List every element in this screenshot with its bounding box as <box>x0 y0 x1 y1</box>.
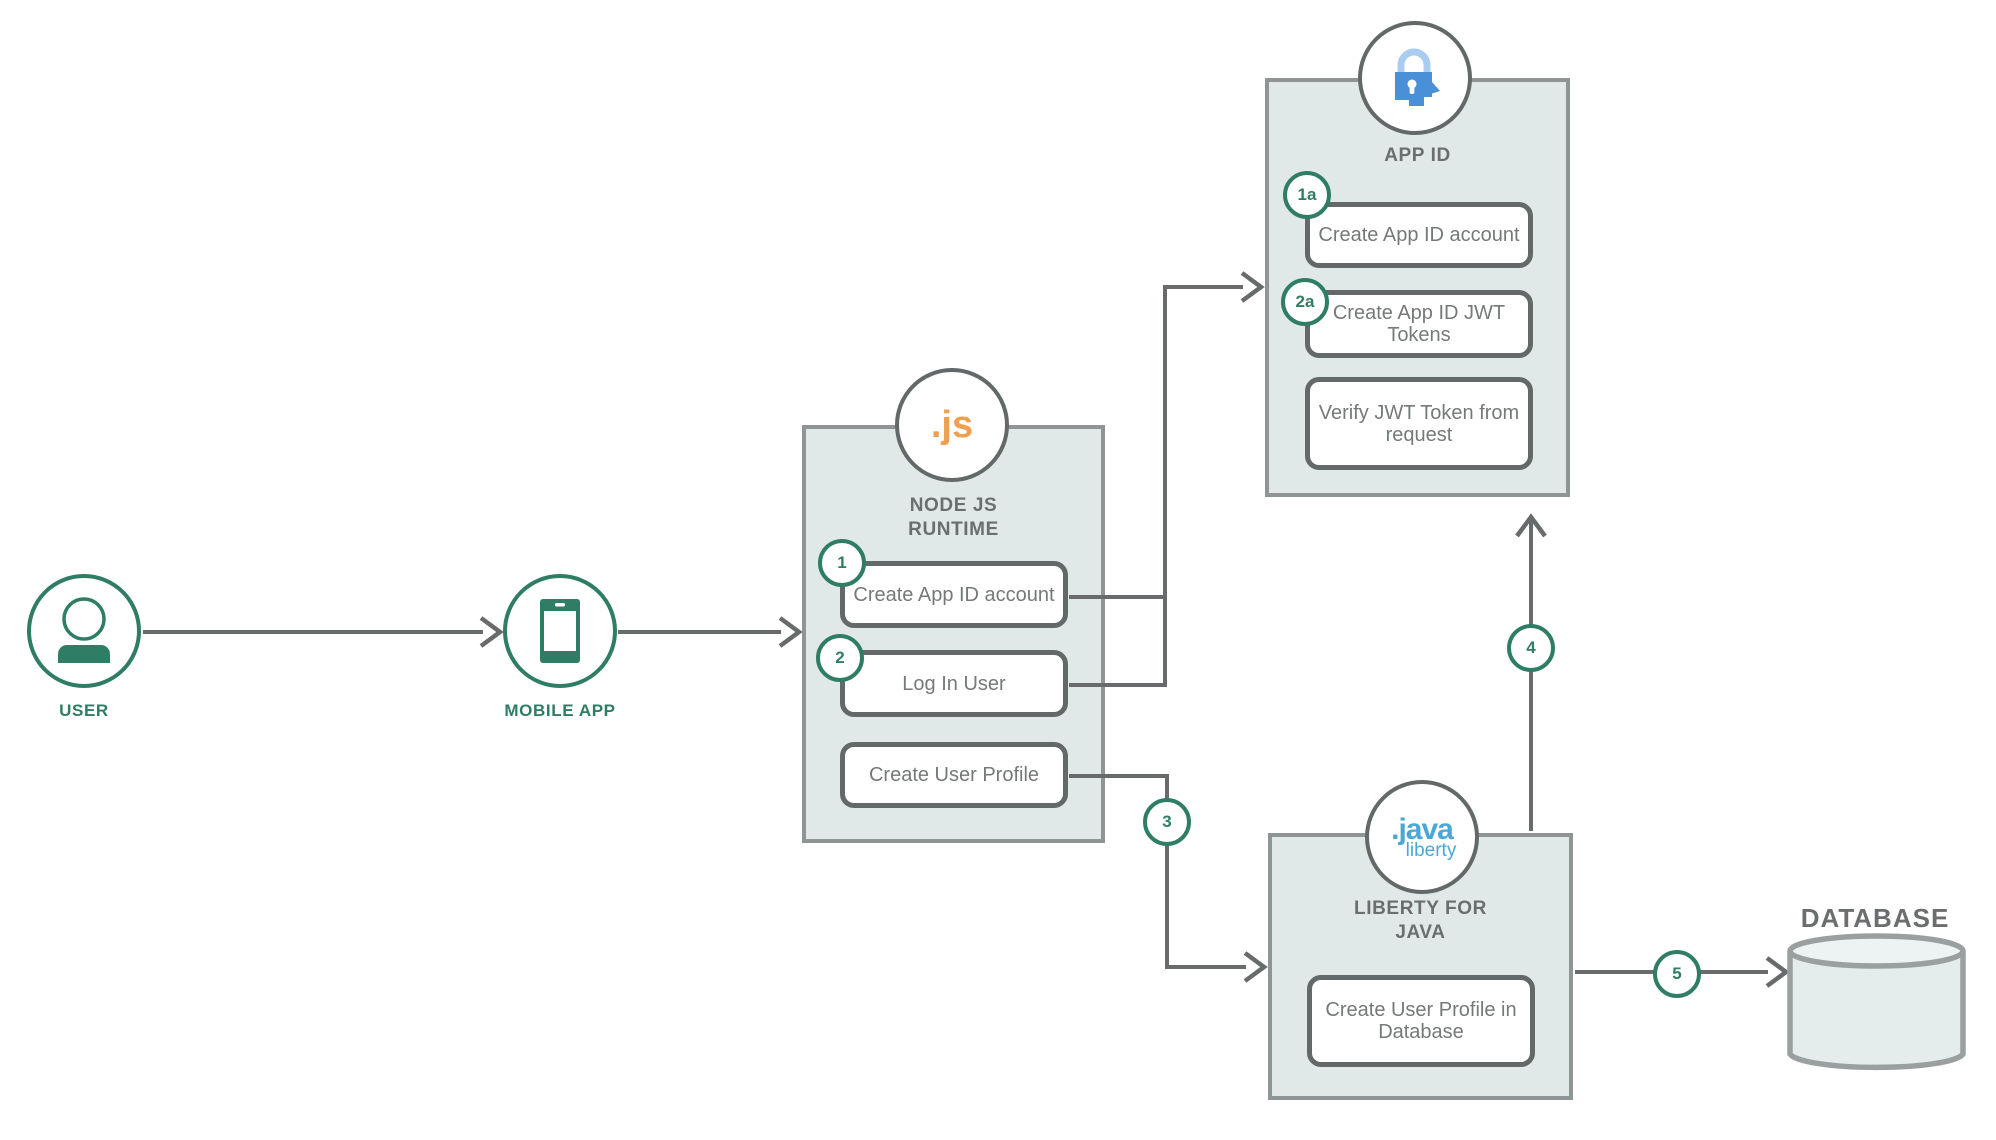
step-label: Create User Profile in Database <box>1325 999 1517 1043</box>
badge-1: 1 <box>818 539 866 587</box>
step-log-in-user: Log In User <box>840 650 1068 717</box>
liberty-logo-circle: .java liberty <box>1365 780 1479 894</box>
arrowhead-to-appid <box>1240 271 1265 303</box>
appid-logo-circle <box>1358 21 1472 135</box>
arrowhead-to-database <box>1765 956 1790 988</box>
nodejs-title-line1: NODE JS <box>909 495 998 516</box>
step-create-user-profile-db: Create User Profile in Database <box>1307 975 1535 1067</box>
arrowhead-to-liberty <box>1243 951 1268 983</box>
step-appid-create-account: Create App ID account <box>1305 202 1533 268</box>
database-cylinder-icon <box>1787 933 1966 1071</box>
connector-step2-to-appid <box>1069 285 1243 687</box>
database-label: DATABASE <box>1800 903 1950 933</box>
mobile-app-label: MOBILE APP <box>504 701 616 720</box>
step-label: Log In User <box>902 672 1006 695</box>
badge-2: 2 <box>816 634 864 682</box>
arrowhead-mobile-to-nodejs <box>778 616 803 648</box>
nodejs-title: NODE JS RUNTIME <box>802 494 1105 542</box>
appid-lock-icon <box>1395 48 1440 106</box>
appid-title: APP ID <box>1384 145 1451 166</box>
nodejs-logo-circle: .js <box>895 368 1009 482</box>
step-appid-jwt-tokens: Create App ID JWT Tokens <box>1305 290 1533 358</box>
step-label: Create App ID account <box>853 583 1055 606</box>
badge-1a: 1a <box>1283 171 1331 219</box>
liberty-title-line2: JAVA <box>1395 922 1446 943</box>
java-liberty-logo-icon: .java liberty <box>1388 812 1457 861</box>
java-logo-line2: liberty <box>1405 839 1457 861</box>
step-label: Verify JWT Token from request <box>1318 401 1520 446</box>
badge-4: 4 <box>1507 624 1555 672</box>
mobile-app-node <box>503 574 617 688</box>
user-label: USER <box>59 701 109 720</box>
java-logo-line1: .java <box>1391 812 1454 846</box>
liberty-title: LIBERTY FOR JAVA <box>1268 897 1573 945</box>
user-node <box>27 574 141 688</box>
liberty-title-line1: LIBERTY FOR <box>1354 898 1487 919</box>
step-label: Create App ID JWT Tokens <box>1332 302 1506 346</box>
user-icon <box>58 597 110 663</box>
step-label: Create User Profile <box>868 764 1040 786</box>
arrowhead-liberty-to-appid <box>1515 513 1547 538</box>
step-create-appid-account: Create App ID account <box>840 561 1068 628</box>
step-label: Create App ID account <box>1318 224 1520 246</box>
arrowhead-user-to-mobile <box>479 616 504 648</box>
mobile-phone-icon <box>540 599 580 663</box>
badge-3: 3 <box>1143 798 1191 846</box>
connector-step3-to-liberty <box>1069 774 1246 969</box>
badge-5: 5 <box>1653 950 1701 998</box>
nodejs-title-line2: RUNTIME <box>908 519 999 540</box>
step-verify-jwt-token: Verify JWT Token from request <box>1305 377 1533 470</box>
nodejs-logo-icon: .js <box>930 403 974 446</box>
step-create-user-profile: Create User Profile <box>840 742 1068 808</box>
badge-2a: 2a <box>1281 278 1329 326</box>
